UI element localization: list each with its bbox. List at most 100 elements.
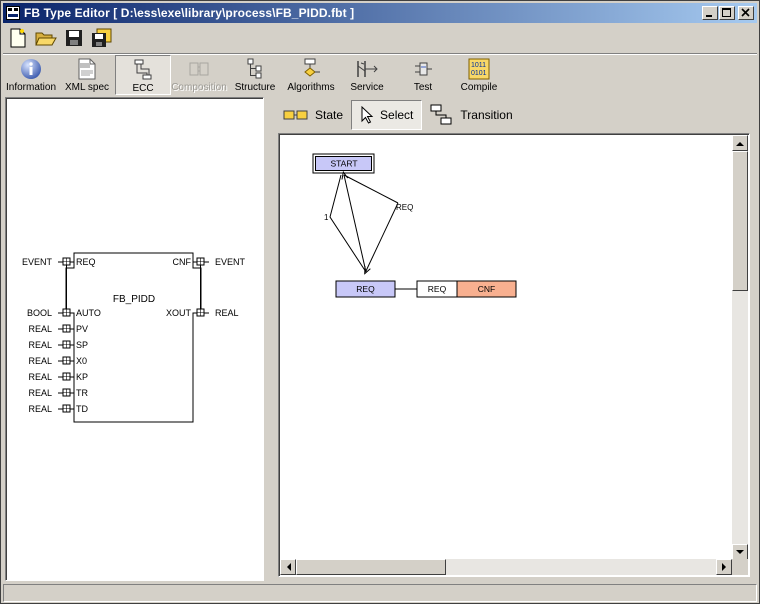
scroll-right-button[interactable] [716,559,732,575]
arrow-right-icon [721,563,726,571]
svg-text:0101: 0101 [471,70,487,77]
data-input-type: REAL [28,324,52,334]
minimize-button[interactable] [702,6,718,20]
ecc-icon [134,59,152,80]
transition-condition-req: REQ [396,203,413,212]
new-file-icon [10,28,26,48]
test-icon [415,62,432,76]
vertical-scroll-thumb[interactable] [732,151,748,291]
info-icon [21,59,41,79]
algorithms-button[interactable]: Algorithms [283,55,339,95]
horizontal-scrollbar[interactable] [280,559,732,575]
service-label: Service [350,82,384,93]
data-input-name: X0 [76,356,87,366]
event-input-name: REQ [76,257,96,267]
req-state-label: REQ [356,284,375,294]
action-algorithm: REQ [428,284,447,294]
data-input-type: BOOL [27,308,52,318]
composition-icon [189,62,209,76]
ecc-editor-panel: State Select Transition [271,97,757,581]
close-icon [741,8,750,17]
arrow-up-icon [736,141,744,146]
service-icon [357,61,378,77]
algorithms-icon [304,58,320,77]
new-file-button[interactable] [5,26,31,50]
structure-label: Structure [234,82,276,93]
data-input-name: TR [76,388,88,398]
open-folder-button[interactable] [33,26,59,50]
compile-button[interactable]: 1011 0101 Compile [451,55,507,95]
data-input-type: REAL [28,372,52,382]
composition-button[interactable]: Composition [171,55,227,95]
open-folder-icon [35,32,57,46]
toolbar-separator [3,53,757,55]
minimize-icon [706,15,712,17]
transition-start-to-req[interactable] [366,202,399,271]
ecc-button[interactable]: ECC [115,55,171,95]
vertical-scrollbar[interactable] [732,135,748,560]
transition-tool-button[interactable]: Transition [422,100,520,130]
algorithms-label: Algorithms [287,82,335,93]
status-bar [3,584,757,602]
title-bar[interactable]: FB Type Editor [ D:\ess\exe\library\proc… [3,3,757,23]
test-button[interactable]: Test [395,55,451,95]
save-button[interactable] [61,26,87,50]
ecc-canvas[interactable]: START 1 REQ REQ REQ [278,133,750,577]
maximize-icon [722,8,731,17]
maximize-button[interactable] [719,6,735,20]
req-action[interactable]: REQ CNF [416,280,517,298]
xml-spec-label: XML spec [64,82,110,93]
transition-condition-1: 1 [324,213,329,222]
save-all-icon [92,28,112,47]
information-label: Information [5,82,57,93]
transition-icon [430,104,452,125]
cursor-arrow-icon [361,106,374,124]
transition-tool-label: Transition [460,108,513,122]
arrow-down-icon [736,549,744,554]
scroll-left-button[interactable] [280,559,296,575]
scrollbar-corner [732,559,748,575]
information-button[interactable]: Information [3,55,59,95]
state-tool-button[interactable]: State [275,100,351,130]
app-icon [6,6,20,20]
scroll-down-button[interactable] [732,544,748,560]
transition-req-to-start[interactable] [344,175,367,273]
start-state[interactable]: START [312,153,375,174]
req-state[interactable]: REQ [335,280,396,298]
close-button[interactable] [738,6,754,20]
data-input-type: REAL [28,404,52,414]
data-output-name: XOUT [166,308,192,318]
file-toolbar [5,26,115,52]
horizontal-scroll-thumb[interactable] [296,559,446,575]
xml-spec-button[interactable]: XML spec [59,55,115,95]
event-output-name: CNF [173,257,192,267]
data-input-type: REAL [28,388,52,398]
arrow-left-icon [286,563,291,571]
save-all-button[interactable] [89,26,115,50]
event-input-type: EVENT [22,257,53,267]
data-input-name: PV [76,324,88,334]
service-button[interactable]: Service [339,55,395,95]
state-icon [283,110,308,120]
state-tool-label: State [315,108,344,122]
view-toolbar: Information XML spec [3,55,507,95]
test-label: Test [413,82,433,93]
ecc-diagram: START 1 REQ REQ REQ [312,153,517,298]
data-input-name: KP [76,372,88,382]
data-output-type: REAL [215,308,239,318]
select-tool-label: Select [380,108,414,122]
scroll-up-button[interactable] [732,135,748,151]
svg-text:1011: 1011 [471,62,486,69]
data-input-type: REAL [28,340,52,350]
window-title: FB Type Editor [ D:\ess\exe\library\proc… [24,6,355,20]
select-tool-button[interactable]: Select [351,100,423,130]
action-event: CNF [478,284,495,294]
compile-icon: 1011 0101 [468,58,490,80]
data-input-name: TD [76,404,88,414]
event-output-type: EVENT [215,257,246,267]
fb-name: FB_PIDD [113,294,155,305]
composition-label: Composition [171,82,227,93]
structure-button[interactable]: Structure [227,55,283,95]
